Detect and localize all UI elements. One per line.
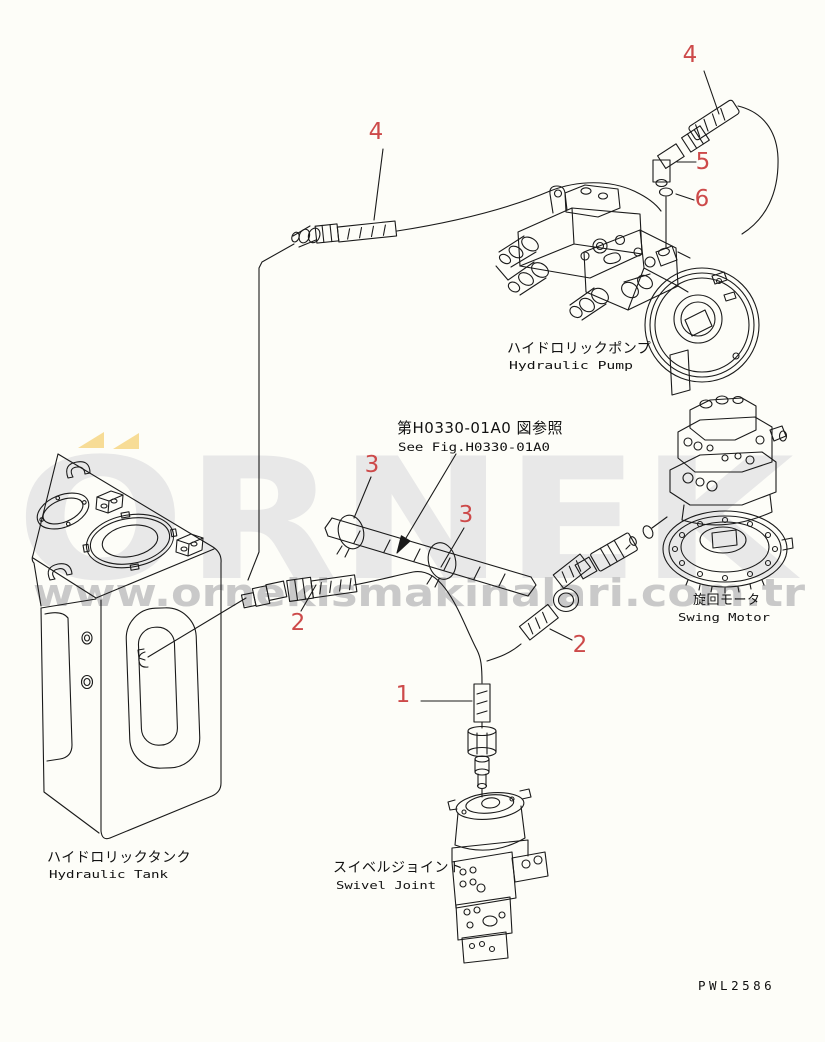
- hydraulic-pump-drawing: [495, 184, 760, 396]
- watermark-triangle-icon: [78, 432, 104, 448]
- swivel-joint-drawing: [447, 683, 549, 964]
- callouts: 4 4 5 6 3 3 2 2 1: [291, 42, 711, 708]
- callout-4-left: 4: [369, 119, 384, 145]
- watermark: ORNEK www.ornekismakinalari.com.tr: [16, 422, 805, 618]
- watermark-triangle-icon: [113, 433, 139, 449]
- swivel-joint-label-en: Swivel Joint: [336, 879, 436, 892]
- watermark-url-text: www.ornekismakinalari.com.tr: [33, 571, 805, 615]
- callout-2-left: 2: [291, 610, 306, 636]
- hose-2-right-drawing: [486, 532, 638, 662]
- swing-motor-label-jp: 旋回モータ: [693, 593, 761, 608]
- hydraulic-tank-label-en: Hydraulic Tank: [49, 868, 168, 881]
- reference-note-en: See Fig.H0330-01A0: [398, 440, 550, 454]
- drawing-number-stamp: PWL2586: [698, 978, 775, 993]
- callout-1: 1: [396, 682, 411, 708]
- callout-2-right: 2: [573, 632, 588, 658]
- swivel-joint-label-jp: スイベルジョイント: [333, 860, 464, 876]
- hydraulic-pump-label-en: Hydraulic Pump: [509, 359, 633, 372]
- callout-6: 6: [695, 186, 710, 212]
- callout-3-left: 3: [365, 452, 380, 478]
- tube-3-drawing: [324, 514, 537, 597]
- reference-arrow: [396, 453, 457, 554]
- reference-note-jp: 第H0330-01A0 図参照: [397, 419, 563, 437]
- watermark-brand-text: ORNEK: [16, 422, 801, 618]
- hose-2-left-drawing: [240, 571, 483, 684]
- hydraulic-tank-drawing: [31, 453, 247, 840]
- hydraulic-tank-label-jp: ハイドロリックタンク: [47, 850, 191, 866]
- callout-4-right: 4: [683, 42, 698, 68]
- hose-4-left-drawing: [247, 182, 662, 581]
- swing-motor-label-en: Swing Motor: [678, 611, 770, 624]
- callout-3-right: 3: [459, 502, 474, 528]
- swing-motor-drawing: [625, 395, 794, 594]
- hydraulic-pump-label-jp: ハイドロリックポンプ: [507, 341, 651, 357]
- labels: 第H0330-01A0 図参照 See Fig.H0330-01A0 ハイドロリ…: [47, 341, 775, 993]
- callout-leaders: [300, 70, 720, 702]
- callout-5: 5: [696, 149, 711, 175]
- o-ring-6-drawing: [658, 187, 674, 197]
- hose-4-right-drawing: [652, 99, 779, 249]
